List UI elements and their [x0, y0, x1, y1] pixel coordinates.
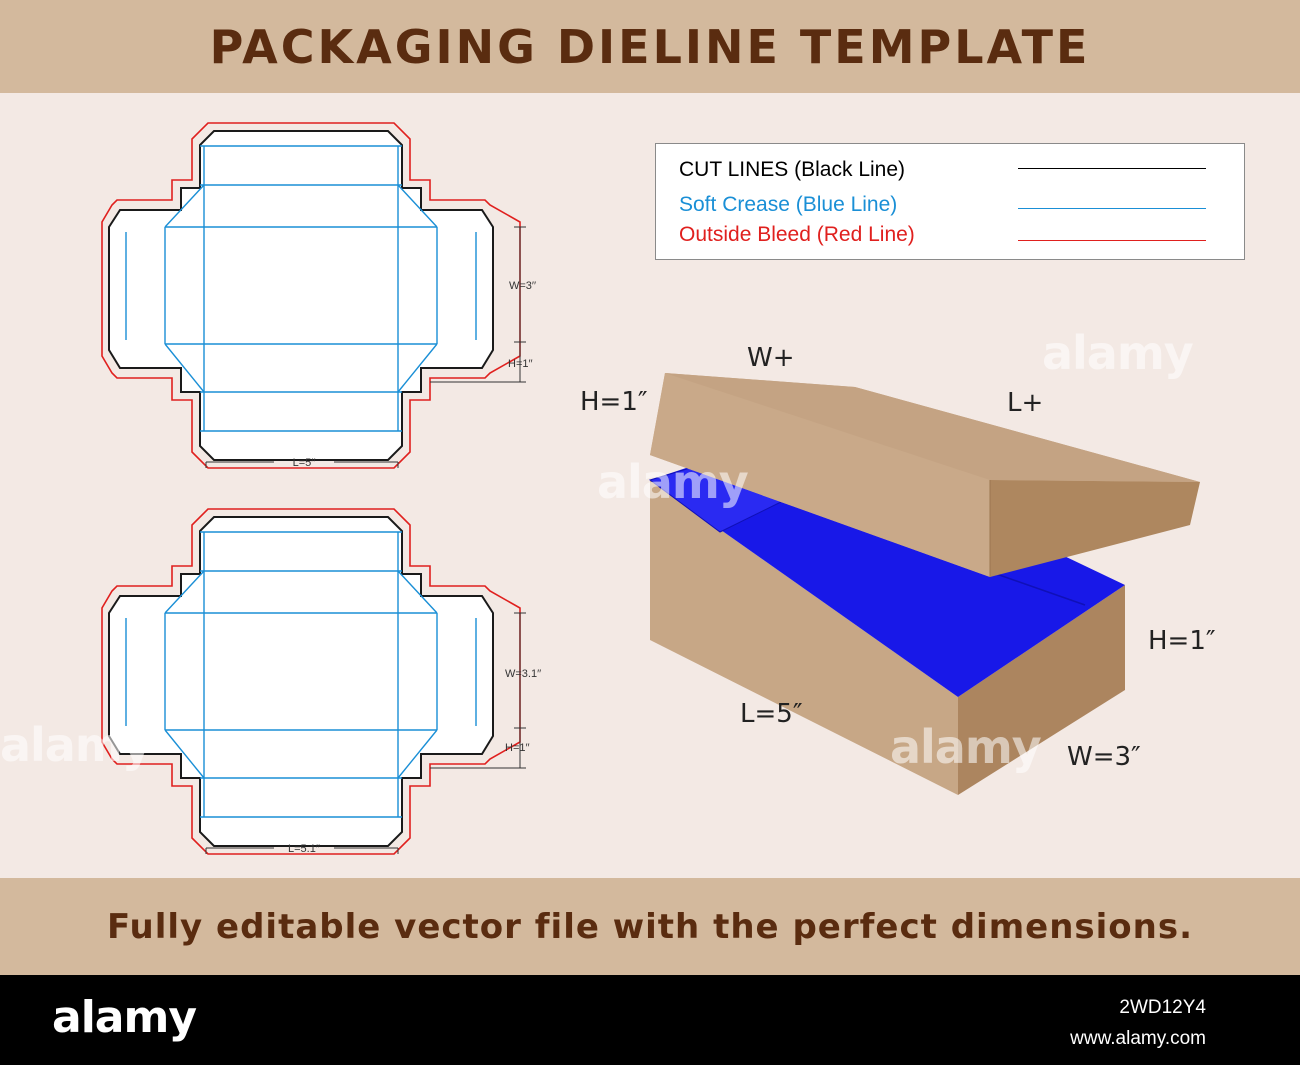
base-width-label: W=3″ — [1067, 742, 1141, 772]
stock-footer-bar — [0, 975, 1300, 1065]
watermark: alamy — [890, 720, 1042, 774]
dieline-top-width-label: W=3′′ — [509, 280, 536, 292]
legend-cut-line — [1018, 168, 1206, 169]
image-id: 2WD12Y4 — [1119, 997, 1206, 1018]
legend-crease-label: Soft Crease (Blue Line) — [679, 193, 898, 216]
watermark: alamy — [597, 455, 749, 509]
dieline-top-height-label: H=1′′ — [508, 358, 533, 370]
legend-bleed-line — [1018, 240, 1206, 241]
lid-width-label: W+ — [747, 343, 795, 373]
dieline-bottom-length-label: L=5.1′′ — [288, 843, 320, 855]
dieline-top-length-label: L=5′′ — [293, 457, 316, 469]
dieline-top — [101, 122, 527, 469]
page-title: PACKAGING DIELINE TEMPLATE — [0, 0, 1300, 93]
base-height-label: H=1″ — [1148, 626, 1216, 656]
alamy-logo: alamy — [52, 992, 197, 1043]
watermark: alamy — [1042, 326, 1194, 380]
dieline-bottom — [101, 508, 527, 855]
legend-cut-label: CUT LINES (Black Line) — [679, 158, 906, 181]
legend: CUT LINES (Black Line) Soft Crease (Blue… — [655, 143, 1245, 260]
lid-height-label: H=1″ — [580, 387, 648, 417]
base-length-label: L=5″ — [740, 699, 803, 729]
legend-crease-line — [1018, 208, 1206, 209]
lid-length-label: L+ — [1007, 388, 1043, 418]
legend-bleed-label: Outside Bleed (Red Line) — [679, 223, 915, 246]
dieline-bottom-width-label: W=3.1′′ — [505, 668, 541, 680]
footer-tagline: Fully editable vector file with the perf… — [0, 878, 1300, 975]
dieline-bottom-height-label: H=1′′ — [505, 742, 530, 754]
watermark: alamy — [0, 718, 152, 772]
box-lid — [650, 373, 1200, 577]
image-url: www.alamy.com — [1070, 1028, 1206, 1049]
